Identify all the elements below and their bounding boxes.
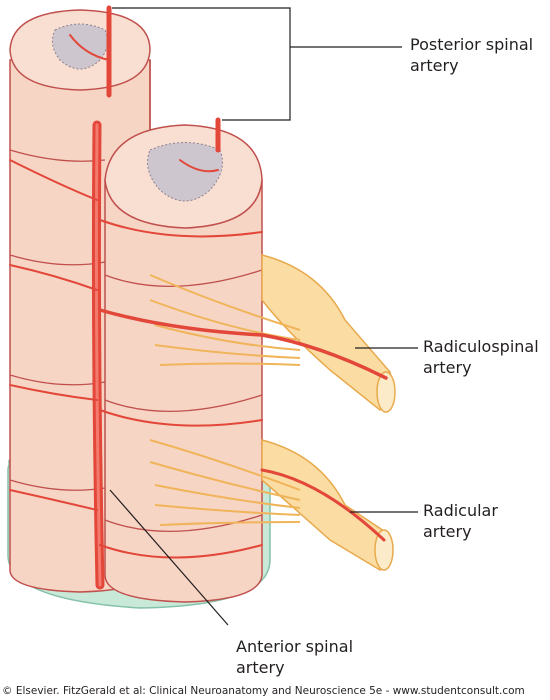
radiculospinal-artery-vessel [98, 308, 388, 380]
upper-nerve-root [149, 254, 396, 413]
radiculospinal-artery-label: Radiculospinal artery [423, 337, 539, 377]
copyright-credit: © Elsevier. FitzGerald et al: Clinical N… [2, 685, 525, 697]
anterior-spinal-artery-label: Anterior spinal artery [236, 637, 354, 677]
radicular-artery-vessel [260, 468, 386, 542]
leader-lines [109, 7, 418, 626]
anterior-leader [109, 489, 229, 626]
posterior-leader [112, 7, 402, 121]
posterior-spinal-artery-label: Posterior spinal artery [410, 35, 534, 75]
lower-nerve-root [149, 439, 394, 571]
arteries [9, 5, 388, 590]
radicular-artery-label: Radicular artery [423, 501, 498, 541]
